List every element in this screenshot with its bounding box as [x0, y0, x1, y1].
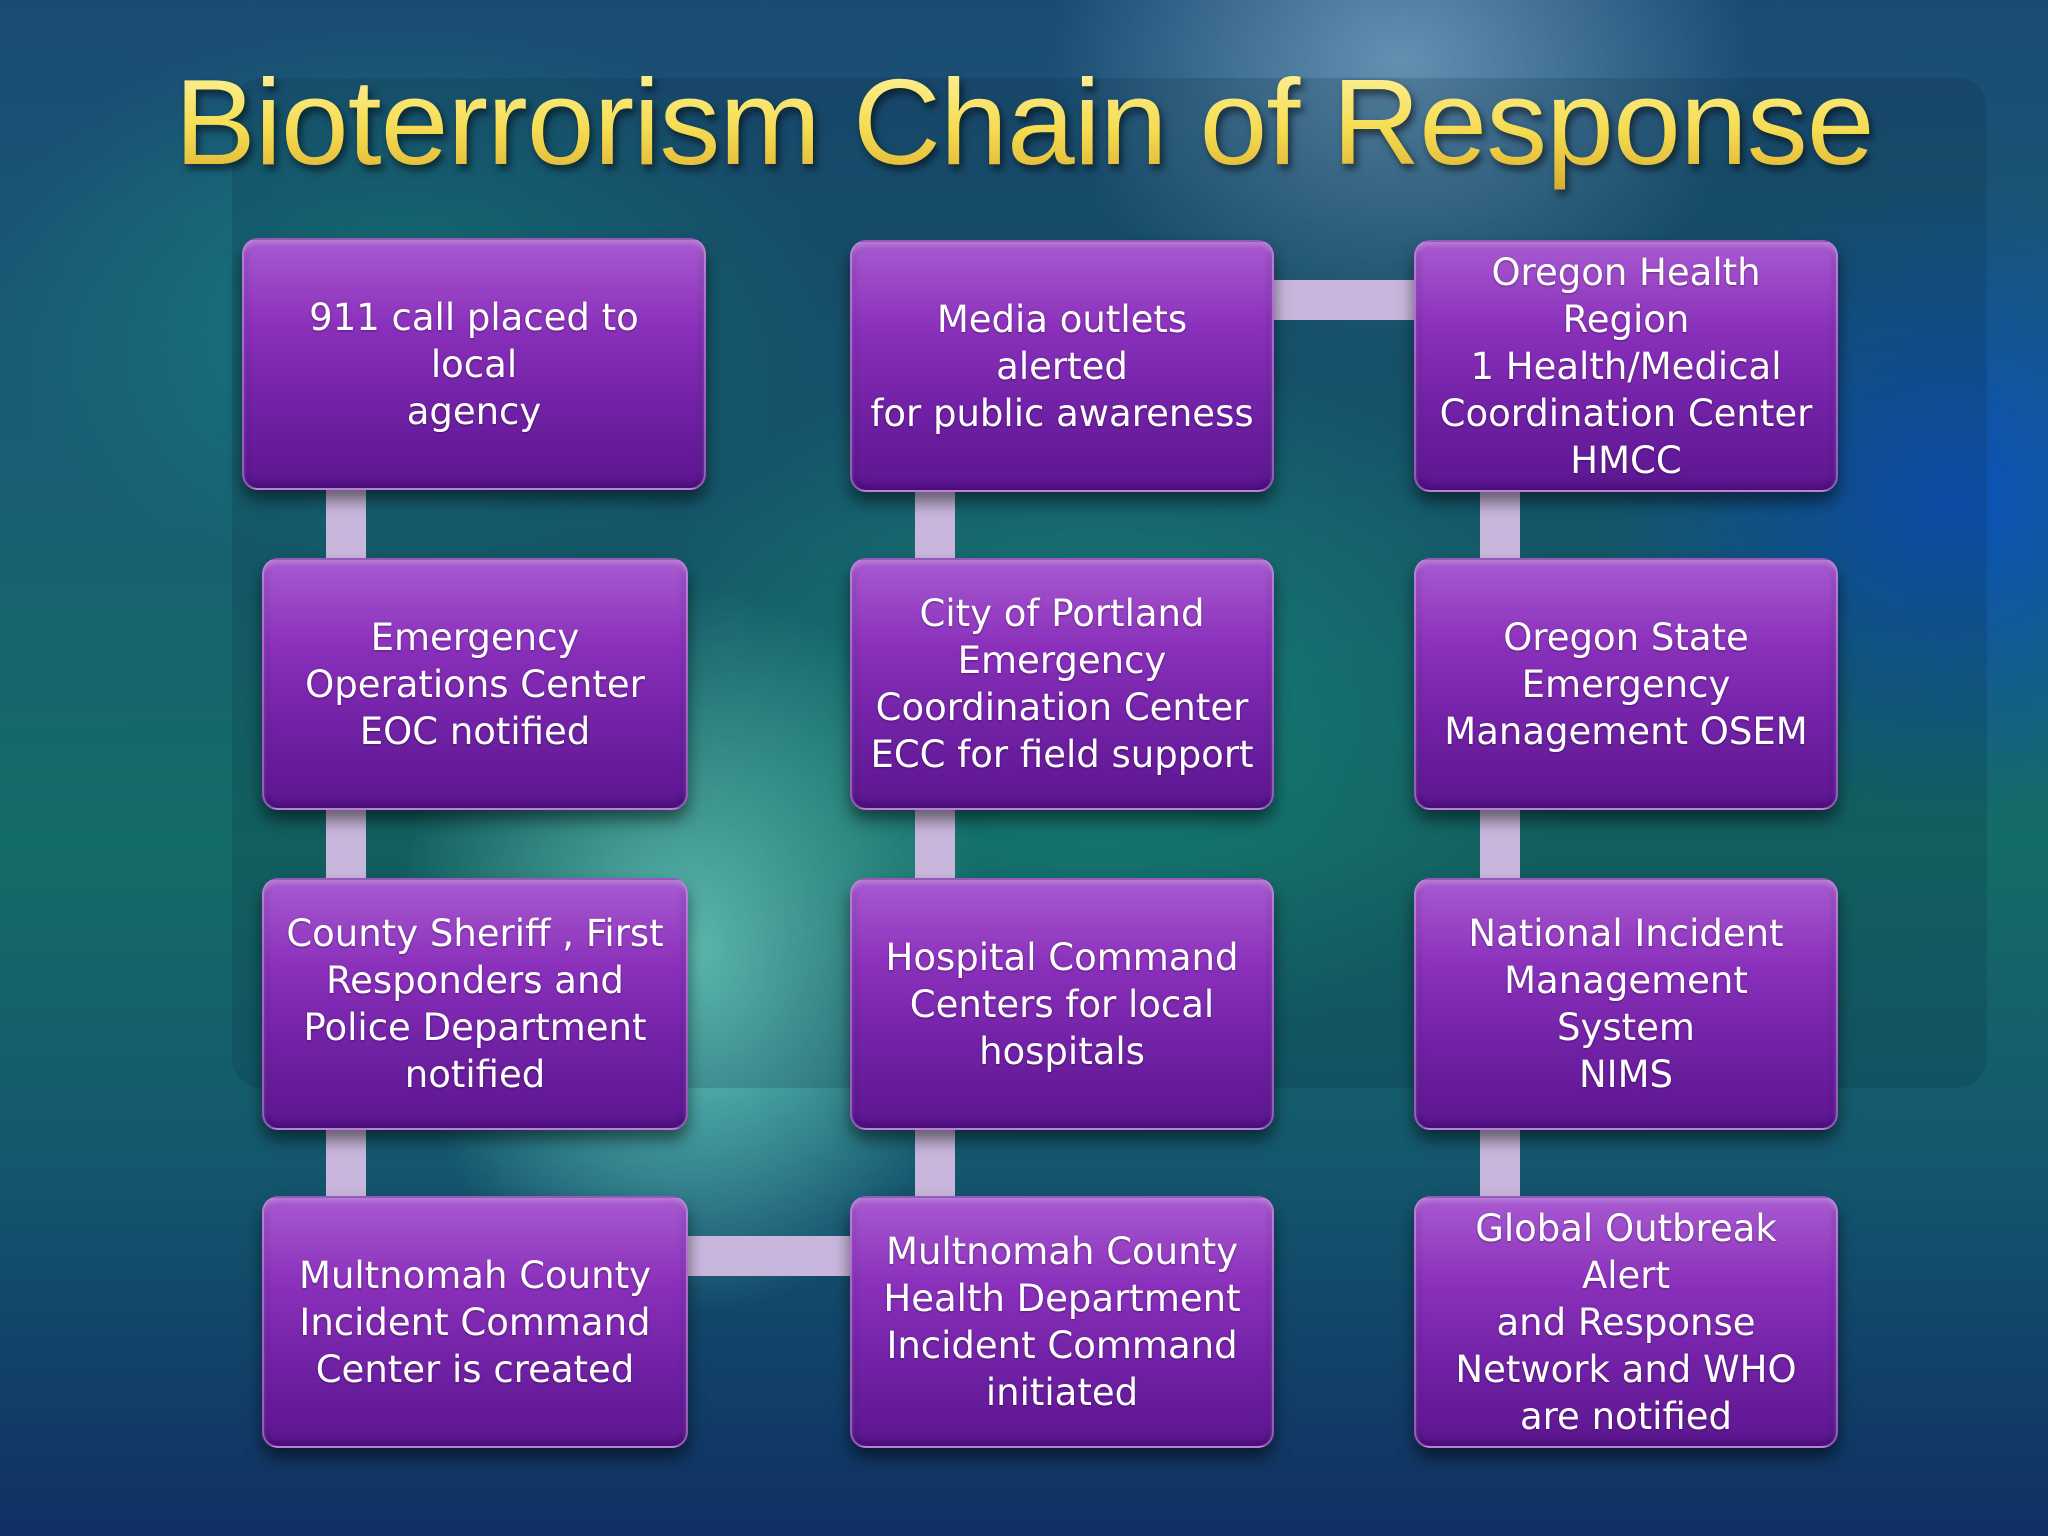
connector-n8-n9: [1270, 280, 1415, 320]
node-label: Global Outbreak Alert and Response Netwo…: [1455, 1206, 1797, 1438]
connector-n1-n2: [326, 488, 366, 558]
slide-title: Bioterrorism Chain of Response: [0, 52, 2048, 192]
node-label: City of Portland Emergency Coordination …: [870, 592, 1254, 776]
node-label: 911 call placed to local agency: [309, 295, 639, 433]
node-eoc-notified: Emergency Operations Center EOC notified: [262, 558, 688, 810]
node-label: Hospital Command Centers for local hospi…: [885, 935, 1239, 1073]
connector-n5-n6: [915, 1128, 955, 1198]
connector-n9-n10: [1480, 488, 1520, 558]
node-label: Media outlets alerted for public awarene…: [870, 297, 1254, 435]
node-label: Multnomah County Health Department Incid…: [883, 1230, 1241, 1414]
node-multnomah-incident-command: Multnomah County Incident Command Center…: [262, 1196, 688, 1448]
node-911-call: 911 call placed to local agency: [242, 238, 706, 490]
connector-n3-n4: [326, 1128, 366, 1198]
connector-n6-n7: [915, 808, 955, 878]
node-label: County Sheriff , First Responders and Po…: [286, 912, 664, 1096]
connector-n11-n12: [1480, 1128, 1520, 1198]
node-label: Emergency Operations Center EOC notified: [305, 615, 645, 753]
node-health-department-command: Multnomah County Health Department Incid…: [850, 1196, 1274, 1448]
connector-n2-n3: [326, 808, 366, 878]
node-county-sheriff: County Sheriff , First Responders and Po…: [262, 878, 688, 1130]
node-label: Multnomah County Incident Command Center…: [299, 1253, 651, 1391]
node-label: Oregon Health Region 1 Health/Medical Co…: [1439, 250, 1813, 482]
node-global-outbreak-who: Global Outbreak Alert and Response Netwo…: [1414, 1196, 1838, 1448]
node-osem: Oregon State Emergency Management OSEM: [1414, 558, 1838, 810]
node-hospital-command: Hospital Command Centers for local hospi…: [850, 878, 1274, 1130]
connector-n7-n8: [915, 488, 955, 558]
node-oregon-hmcc: Oregon Health Region 1 Health/Medical Co…: [1414, 240, 1838, 492]
connector-n10-n11: [1480, 808, 1520, 878]
node-label: Oregon State Emergency Management OSEM: [1444, 615, 1808, 753]
node-nims: National Incident Management System NIMS: [1414, 878, 1838, 1130]
node-media-outlets: Media outlets alerted for public awarene…: [850, 240, 1274, 492]
node-portland-ecc: City of Portland Emergency Coordination …: [850, 558, 1274, 810]
node-label: National Incident Management System NIMS: [1468, 912, 1784, 1096]
connector-n4-n5: [683, 1236, 853, 1276]
